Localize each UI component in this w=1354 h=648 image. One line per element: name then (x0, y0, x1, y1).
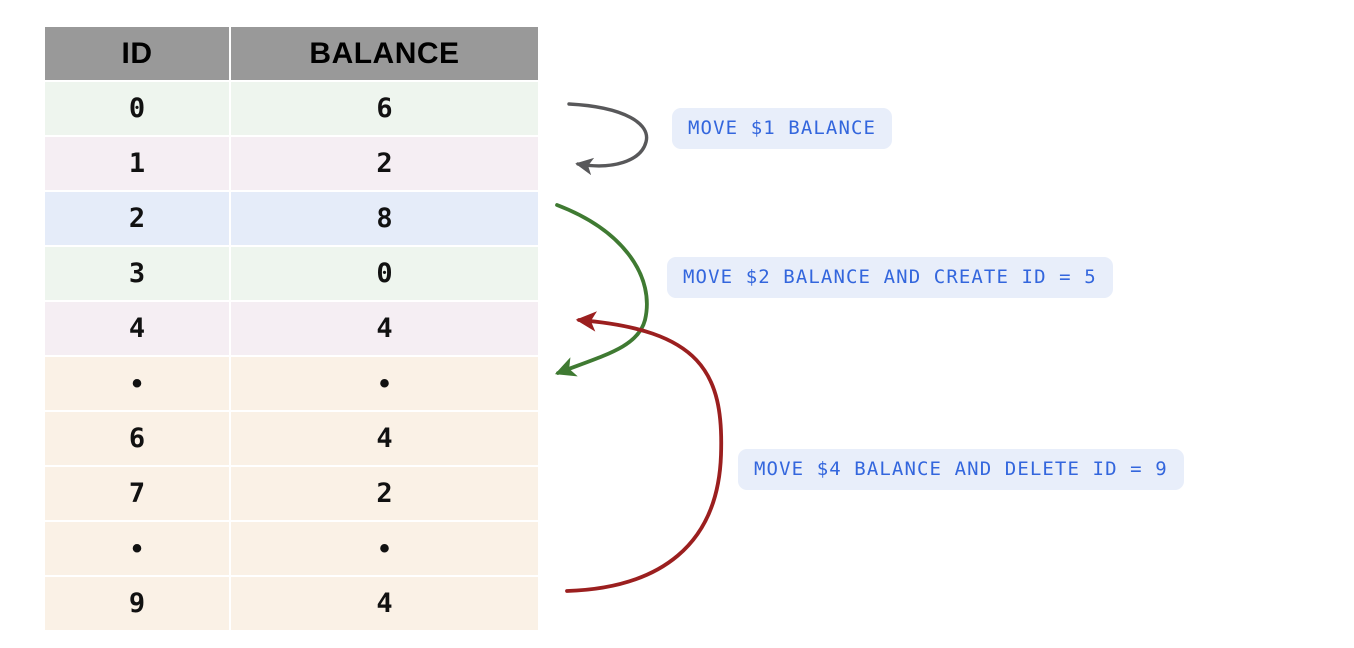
table-row: •• (45, 357, 538, 410)
cell-balance: • (231, 522, 538, 575)
cell-balance: 2 (231, 137, 538, 190)
column-header-balance: BALANCE (231, 27, 538, 80)
cell-balance: 8 (231, 192, 538, 245)
cell-id: • (45, 357, 229, 410)
cell-id: 2 (45, 192, 229, 245)
cell-balance: 6 (231, 82, 538, 135)
annotation-move-2: MOVE $2 BALANCE AND CREATE ID = 5 (667, 257, 1113, 298)
arrow-move-1-path (567, 102, 649, 176)
cell-balance: 2 (231, 467, 538, 520)
cell-id: 4 (45, 302, 229, 355)
cell-balance: 4 (231, 577, 538, 630)
table-row: •• (45, 522, 538, 575)
cell-balance: 4 (231, 302, 538, 355)
cell-balance: 4 (231, 412, 538, 465)
cell-id: 6 (45, 412, 229, 465)
annotation-move-1: MOVE $1 BALANCE (672, 108, 893, 149)
cell-id: 3 (45, 247, 229, 300)
cell-balance: • (231, 357, 538, 410)
arrow-move-2-path (554, 203, 649, 377)
cell-id: 0 (45, 82, 229, 135)
column-header-id: ID (45, 27, 229, 80)
cell-id: 9 (45, 577, 229, 630)
annotation-move-4: MOVE $4 BALANCE AND DELETE ID = 9 (738, 449, 1184, 490)
cell-id: • (45, 522, 229, 575)
cell-id: 7 (45, 467, 229, 520)
cell-balance: 0 (231, 247, 538, 300)
cell-id: 1 (45, 137, 229, 190)
table-header: ID BALANCE (45, 27, 538, 80)
arrow-move-4-path (565, 311, 724, 593)
table-header-row: ID BALANCE (45, 27, 538, 80)
